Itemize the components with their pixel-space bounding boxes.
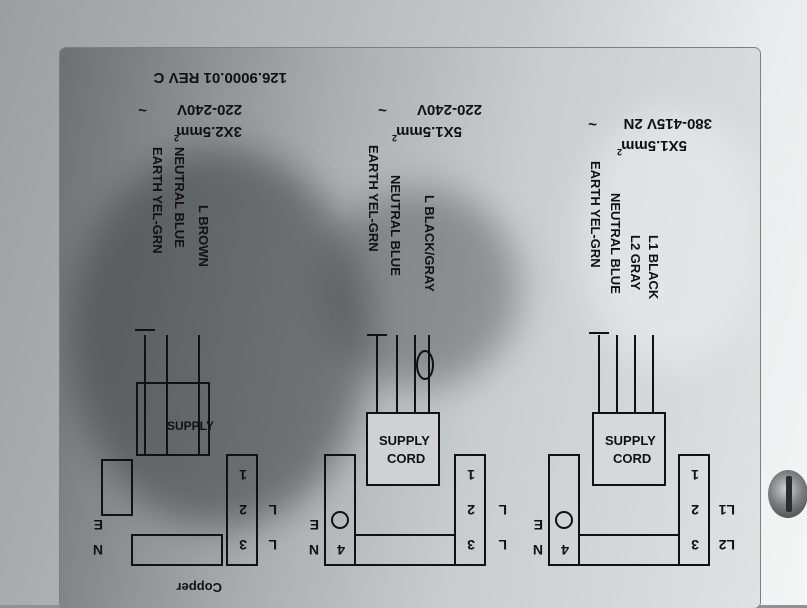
right-wire-l1: L1 BLACK [646,235,661,300]
glare-light [580,108,760,368]
right-terminal-block [678,454,710,566]
right-side-letter-1: L1 [718,502,735,518]
middle-cord-label-2: CORD [387,451,425,466]
right-wire-neutral: NEUTRAL BLUE [608,193,623,294]
left-side-letter-2: L [268,502,277,518]
right-supply-cord-box [592,412,666,486]
diagram-middle: 220-240V ~ 5X1.5mm 2 EARTH YEL-GRN NEUTR… [309,101,507,566]
middle-terminal-2: 2 [467,502,475,518]
right-tilde: ~ [588,115,597,132]
right-cord-label-2: CORD [613,451,651,466]
left-cable: 3X2.5mm [176,123,242,140]
right-wire-l2: L2 GRAY [628,235,643,290]
screw-slot [786,476,792,512]
left-voltage: 220-240V [177,101,242,118]
middle-bottom-n: N [309,542,319,558]
middle-wire-earth: EARTH YEL-GRN [366,145,381,252]
right-bottom-4: 4 [561,542,569,558]
right-bottom-n: N [533,542,543,558]
middle-terminal-1: 1 [467,467,475,483]
middle-wire-live: L BLACK/GRAY [422,195,437,292]
left-side-letter-1: L [268,537,277,553]
left-cropped-text: Copper [177,580,223,595]
wiring-label-plate [60,48,760,608]
glare-dark [70,148,370,528]
middle-bottom-e: E [310,517,319,533]
middle-cord-label-1: SUPPLY [379,433,430,448]
left-wire-live: L BROWN [196,205,211,267]
left-terminal-3: 3 [239,537,247,553]
left-wire-earth: EARTH YEL-GRN [150,147,165,254]
right-wire-earth: EARTH YEL-GRN [588,161,603,268]
diagram-left: 220-240V ~ 3X2.5mm 2 EARTH YEL-GRN NEUTR… [93,101,277,595]
middle-terminal-3: 3 [467,537,475,553]
left-terminal-2: 2 [239,502,247,518]
middle-wire-neutral: NEUTRAL BLUE [388,175,403,276]
left-bottom-e: E [94,517,103,533]
middle-voltage: 220-240V [417,101,482,118]
middle-terminal-block [454,454,486,566]
middle-earth-symbol [331,511,349,529]
middle-cable: 5X1.5mm [396,123,462,140]
right-bottom-e: E [534,517,543,533]
left-terminal-block [226,454,258,566]
middle-supply-cord-box [366,412,440,486]
part-number: 126.9000.01 REV C [153,69,287,86]
left-supply-cord-box [136,382,210,456]
right-terminal-3: 3 [691,537,699,553]
right-earth-symbol [555,511,573,529]
middle-side-letter-2: L [498,502,507,518]
left-wire-neutral: NEUTRAL BLUE [172,147,187,248]
right-cable: 5X1.5mm [621,137,687,154]
right-cable-sup: 2 [617,147,622,157]
left-terminal-1: 1 [239,467,247,483]
left-cable-sup: 2 [174,133,179,143]
left-bottom-n: N [93,542,103,558]
right-side-letter-2: L2 [718,537,735,553]
middle-side-letter-1: L [498,537,507,553]
diagram-right: 380-415V 2N ~ 5X1.5mm 2 EARTH YEL-GRN NE… [533,115,735,566]
middle-bottom-4: 4 [337,542,345,558]
left-tilde: ~ [138,101,147,118]
left-cord-label-1: SUPPLY [167,419,214,433]
middle-tilde: ~ [378,101,387,118]
right-terminal-2: 2 [691,502,699,518]
middle-cable-sup: 2 [392,133,397,143]
right-cord-label-1: SUPPLY [605,433,656,448]
right-terminal-1: 1 [691,467,699,483]
right-voltage: 380-415V 2N [624,115,712,132]
